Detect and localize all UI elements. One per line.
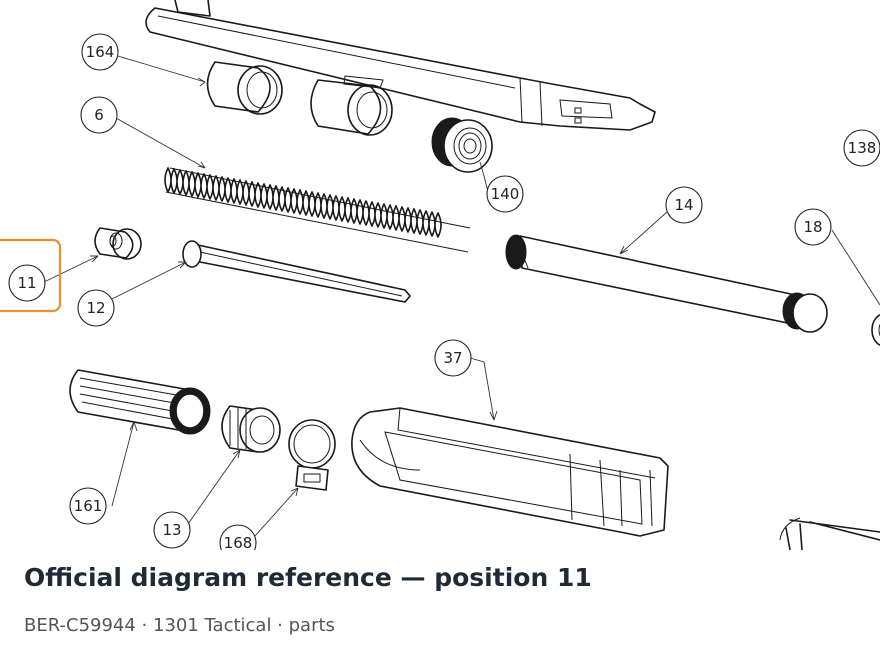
callout-13: 13 (153, 511, 191, 549)
callout-18-label: 18 (803, 218, 822, 236)
callout-12-label: 12 (86, 299, 105, 317)
callout-11-highlight (0, 238, 62, 313)
callout-164-label: 164 (86, 43, 115, 61)
part-14-tube (505, 234, 828, 333)
callout-140: 140 (486, 175, 524, 213)
part-6-spring (164, 167, 471, 253)
callout-164: 164 (81, 33, 119, 71)
callout-14: 14 (665, 186, 703, 224)
callout-37-label: 37 (443, 349, 462, 367)
caption-title: Official diagram reference — position 11 (24, 563, 592, 592)
part-11-bushing (94, 227, 142, 260)
callout-37: 37 (434, 339, 472, 377)
partial-part-bottom-right (779, 517, 880, 550)
callout-168-label: 168 (224, 534, 253, 550)
part-140-cap (431, 117, 493, 173)
callout-138-label: 138 (848, 139, 877, 157)
callout-161: 161 (69, 487, 107, 525)
exploded-parts-diagram: 164 6 140 138 14 18 11 12 37 161 13 (0, 0, 880, 550)
callout-12: 12 (77, 289, 115, 327)
part-18-partial (871, 314, 880, 346)
callout-168: 168 (219, 524, 257, 550)
callout-161-label: 161 (74, 497, 103, 515)
callout-18: 18 (794, 208, 832, 246)
callout-14-label: 14 (674, 196, 693, 214)
part-13-nut (221, 405, 281, 453)
diagram-svg: 164 6 140 138 14 18 11 12 37 161 13 (0, 0, 880, 550)
callout-6: 6 (80, 96, 118, 134)
callout-6-label: 6 (94, 106, 104, 124)
part-168-loop (288, 419, 336, 491)
callout-11-label: 11 (17, 274, 36, 292)
part-164-sleeves (206, 61, 393, 136)
callout-13-label: 13 (162, 521, 181, 539)
part-161-sleeve (69, 369, 211, 435)
callout-138: 138 (843, 129, 880, 167)
part-37-forend (351, 407, 669, 537)
part-12-guide-rod (182, 240, 411, 303)
barrel-part (145, 0, 656, 131)
callout-140-label: 140 (491, 185, 520, 203)
caption-subtitle: BER-C59944 · 1301 Tactical · parts (24, 615, 335, 636)
leader-lines (43, 55, 880, 537)
callout-11[interactable]: 11 (0, 238, 62, 313)
